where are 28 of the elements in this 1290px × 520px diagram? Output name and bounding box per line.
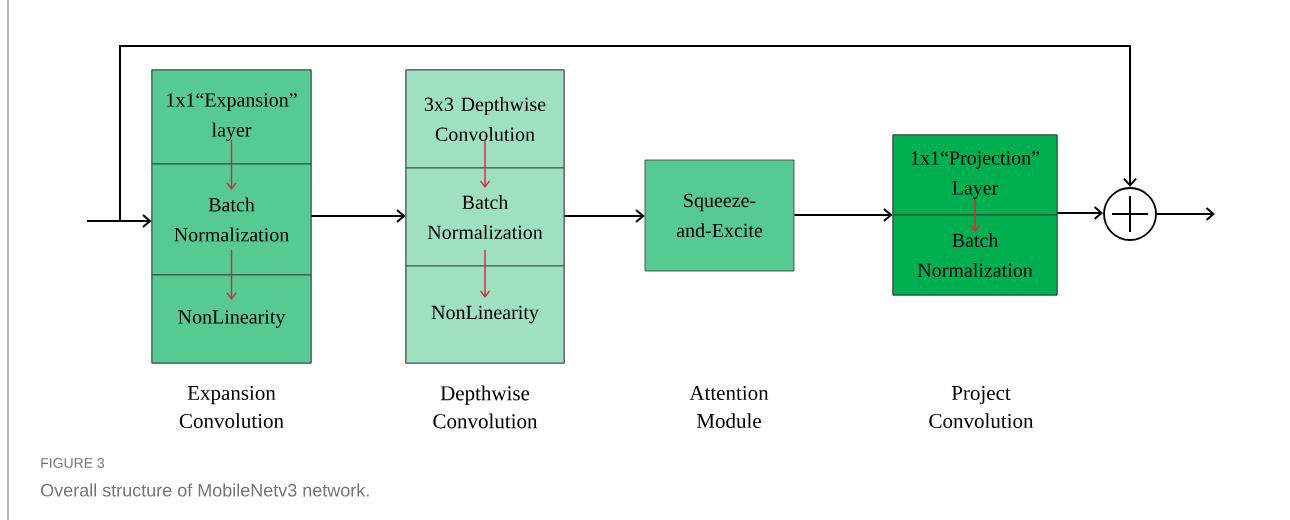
layer-cell: Batch Normalization bbox=[151, 163, 312, 276]
arrow bbox=[1155, 207, 1215, 221]
arrow bbox=[310, 209, 406, 223]
arrow bbox=[479, 249, 491, 298]
arrow bbox=[86, 214, 152, 228]
layer-cell: 3x3 Depthwise Convolution bbox=[405, 69, 565, 169]
caption: Overall structure of MobileNetv3 network. bbox=[41, 483, 369, 497]
arrow bbox=[563, 209, 645, 223]
module-box: Squeeze-and-Excite bbox=[644, 159, 795, 272]
block-caption: Attention Module bbox=[689, 385, 769, 429]
layer-cell: 1x1“Projection” Layer bbox=[892, 134, 1058, 216]
arrow bbox=[1056, 206, 1104, 220]
sum-circle bbox=[1103, 187, 1157, 241]
arrow bbox=[793, 208, 893, 222]
layer-cell: Batch Normalization bbox=[405, 167, 565, 267]
layer-cell: Batch Normalization bbox=[892, 214, 1058, 296]
figure-number: FIGURE 3 bbox=[41, 458, 105, 468]
block-caption: Expansion Convolution bbox=[179, 385, 284, 429]
arrow bbox=[969, 198, 981, 232]
layer-cell: NonLinearity bbox=[405, 265, 565, 364]
arrow bbox=[479, 139, 491, 188]
block-caption: Project Convolution bbox=[929, 385, 1034, 429]
layer-cell: NonLinearity bbox=[151, 274, 312, 364]
arrow bbox=[119, 45, 1137, 222]
layer-cell: 1x1“Expansion” layer bbox=[151, 69, 312, 165]
block-caption: Depthwise Convolution bbox=[433, 385, 538, 429]
arrow bbox=[226, 249, 237, 300]
arrow bbox=[226, 139, 237, 190]
